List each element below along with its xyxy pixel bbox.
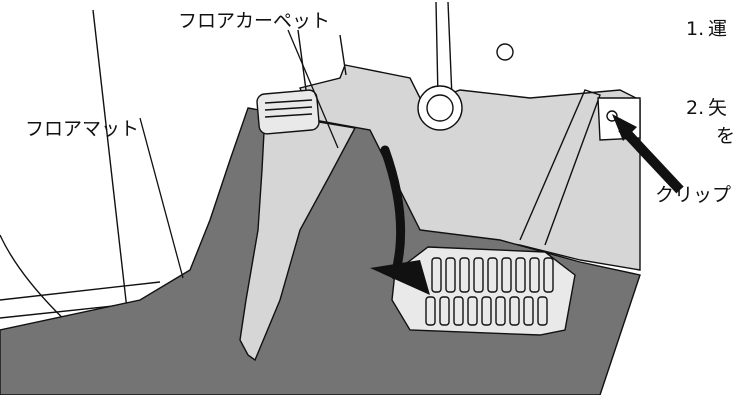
step-2-number: 2.: [686, 99, 704, 118]
step-1-text: 運: [708, 20, 727, 39]
step-1-number: 1.: [686, 20, 704, 39]
step-2-text: 矢: [708, 99, 727, 118]
step-2-text-line2: を: [716, 127, 735, 146]
floor-carpet-label: フロアカーペット: [178, 12, 330, 31]
clip-label: クリップ: [655, 186, 731, 205]
floor-mat-label: フロアマット: [25, 120, 139, 139]
